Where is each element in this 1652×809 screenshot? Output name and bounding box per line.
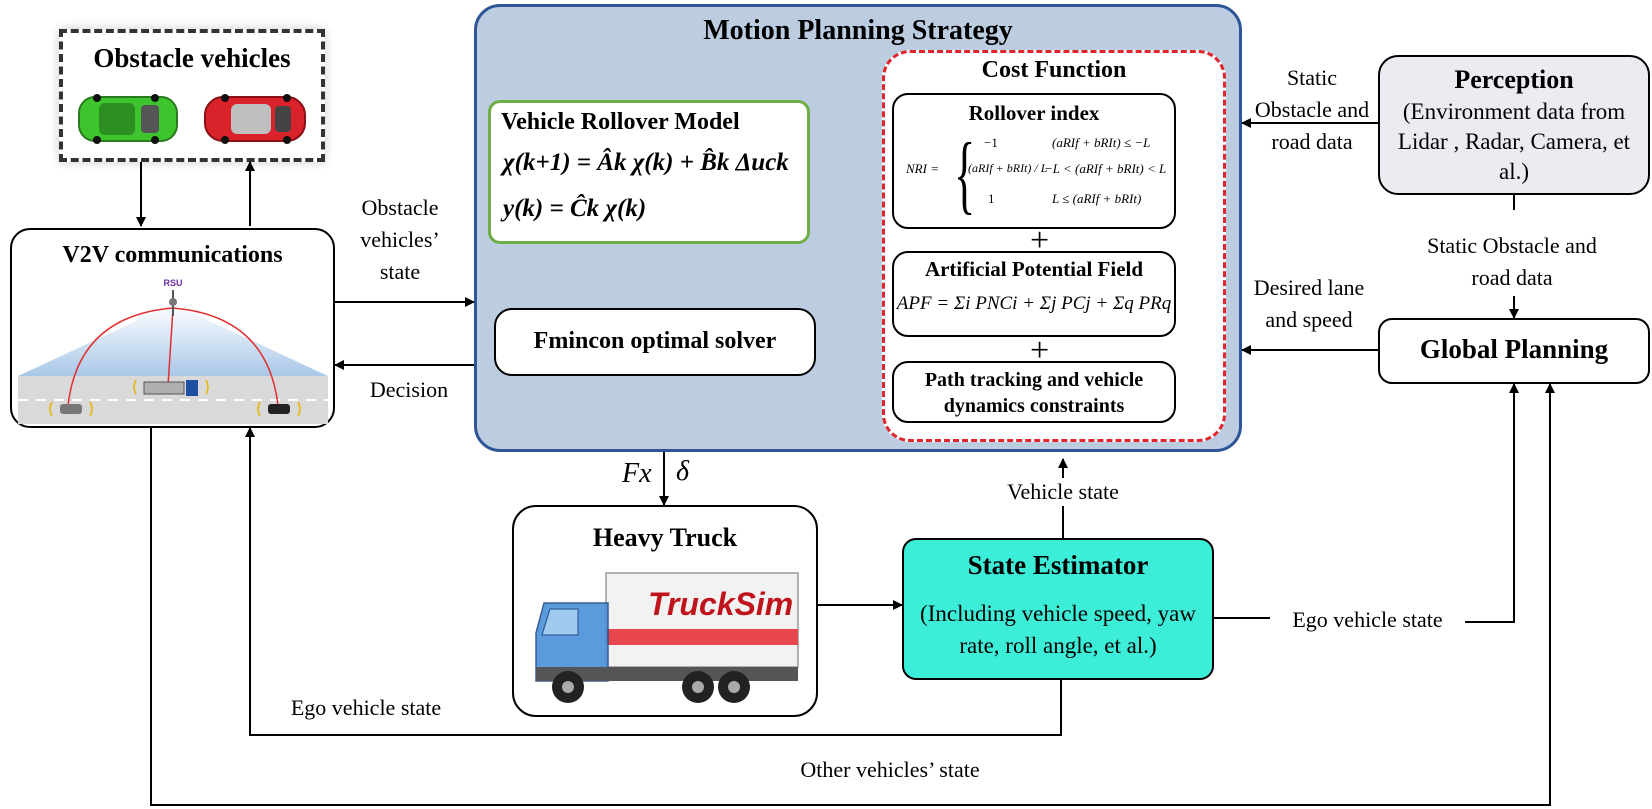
plus-sign-2: + [1030, 332, 1050, 369]
global-planning-box: Global Planning [1378, 318, 1650, 384]
nri-lhs: NRI = [906, 161, 939, 176]
truck-on-road-icon [143, 380, 198, 396]
car-left-icon [60, 404, 82, 414]
apf-equation: APF = Σi PNCi + Σj PCj + Σq PRq [896, 293, 1172, 314]
obstacle-vehicles-box: Obstacle vehicles [59, 29, 325, 162]
rollover-index-title: Rollover index [968, 101, 1100, 125]
heavy-truck-box: Heavy Truck TruckSim [512, 505, 818, 717]
fmincon-solver-box: Fmincon optimal solver [494, 308, 816, 376]
state-estimator-box: State Estimator (Including vehicle speed… [902, 538, 1214, 680]
fmincon-solver-label: Fmincon optimal solver [533, 328, 777, 354]
trucksim-brand-label: TruckSim [648, 586, 793, 622]
green-car-icon [78, 94, 178, 144]
rsu-label: RSU [163, 278, 182, 288]
rollover-model-box: Vehicle Rollover Model χ(k+1) = Âk χ(k) … [488, 100, 810, 244]
label-delta: δ [676, 456, 690, 487]
heavy-truck-title: Heavy Truck [592, 523, 738, 552]
label-static-obstacle-to-mps: Static Obstacle and road data [1254, 65, 1370, 154]
obstacle-cars-illustration [78, 94, 306, 144]
v2v-road-illustration: RSU [18, 278, 328, 424]
label-static-obstacle-to-global: Static Obstacle and road data [1412, 230, 1612, 294]
perception-box: Perception (Environment data from Lidar … [1378, 55, 1650, 195]
nri-brace: { [954, 126, 976, 223]
apf-title: Artificial Potential Field [924, 257, 1144, 281]
rollover-model-title: Vehicle Rollover Model [501, 109, 740, 135]
state-estimator-title: State Estimator [967, 550, 1149, 580]
nri-case2-condition: −L < (aRIf + bRIt) < L [1044, 161, 1167, 176]
v2v-communications-box: V2V communications RSU [10, 228, 335, 428]
nri-case1-condition: (aRIf + bRIt) ≤ −L [1052, 135, 1151, 150]
rollover-equation-2: y(k) = Ĉk χ(k) [503, 195, 647, 222]
label-fx: Fx [622, 458, 652, 489]
nri-case1-value: −1 [984, 135, 998, 150]
nri-case3-condition: L ≤ (aRIf + bRIt) [1052, 191, 1142, 206]
rollover-equation-1: χ(k+1) = Âk χ(k) + B̂k Δuck [503, 149, 789, 176]
v2v-title: V2V communications [62, 242, 283, 268]
state-estimator-description: (Including vehicle speed, yaw rate, roll… [920, 601, 1196, 658]
label-decision: Decision [369, 377, 449, 402]
rollover-index-box: Rollover index NRI = { −1 (aRIf + bRIt) … [892, 93, 1176, 229]
motion-planning-title: Motion Planning Strategy [703, 15, 1013, 46]
car-right-icon [268, 404, 290, 414]
red-car-icon [204, 94, 306, 144]
perception-title: Perception [1454, 65, 1574, 94]
perception-description: (Environment data from Lidar , Radar, Ca… [1397, 99, 1631, 184]
cost-function-title: Cost Function [981, 57, 1127, 83]
label-desired-lane-speed: Desired lane and speed [1253, 275, 1365, 332]
global-planning-title: Global Planning [1419, 334, 1609, 364]
label-other-vehicles-state: Other vehicles’ state [800, 757, 980, 782]
constraints-label: Path tracking and vehicle dynamics const… [924, 369, 1144, 417]
rsu-antenna-icon [169, 290, 177, 316]
nri-case3-value: 1 [988, 191, 995, 206]
label-obstacle-vehicles-state: Obstacle vehicles’ state [360, 195, 440, 284]
label-ego-vehicle-state-right: Ego vehicle state [1292, 607, 1443, 632]
label-vehicle-state: Vehicle state [1007, 479, 1119, 504]
label-ego-vehicle-state-bottom: Ego vehicle state [290, 695, 442, 720]
nri-case2-value: (aRIf + bRIt) / L [968, 161, 1048, 175]
apf-box: Artificial Potential Field APF = Σi PNCi… [892, 251, 1176, 337]
obstacle-vehicles-title: Obstacle vehicles [93, 43, 291, 73]
trucksim-truck-illustration: TruckSim [535, 572, 799, 703]
signal-waves-icon [49, 379, 301, 417]
plus-sign-1: + [1030, 222, 1050, 259]
constraints-box: Path tracking and vehicle dynamics const… [892, 361, 1176, 423]
